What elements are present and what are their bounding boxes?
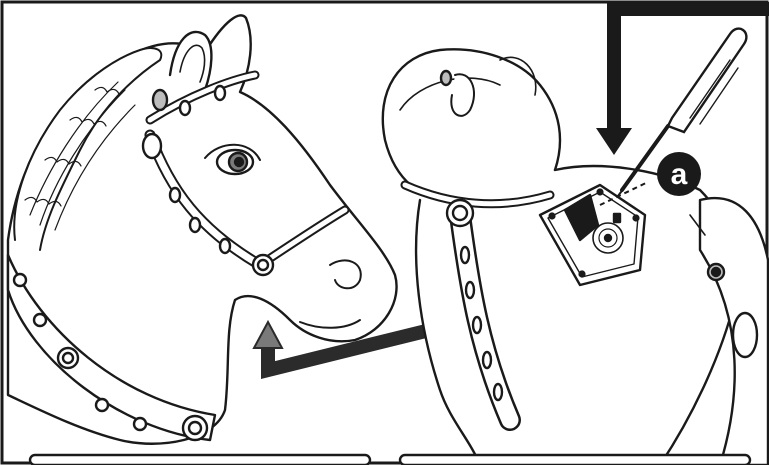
callout-badge: a (657, 152, 701, 196)
callout-label: a (671, 158, 688, 191)
bottom-panel-left (30, 455, 370, 465)
bottom-panel-right (400, 455, 750, 465)
left-horse-head (8, 15, 397, 443)
right-horse-body (383, 49, 768, 465)
